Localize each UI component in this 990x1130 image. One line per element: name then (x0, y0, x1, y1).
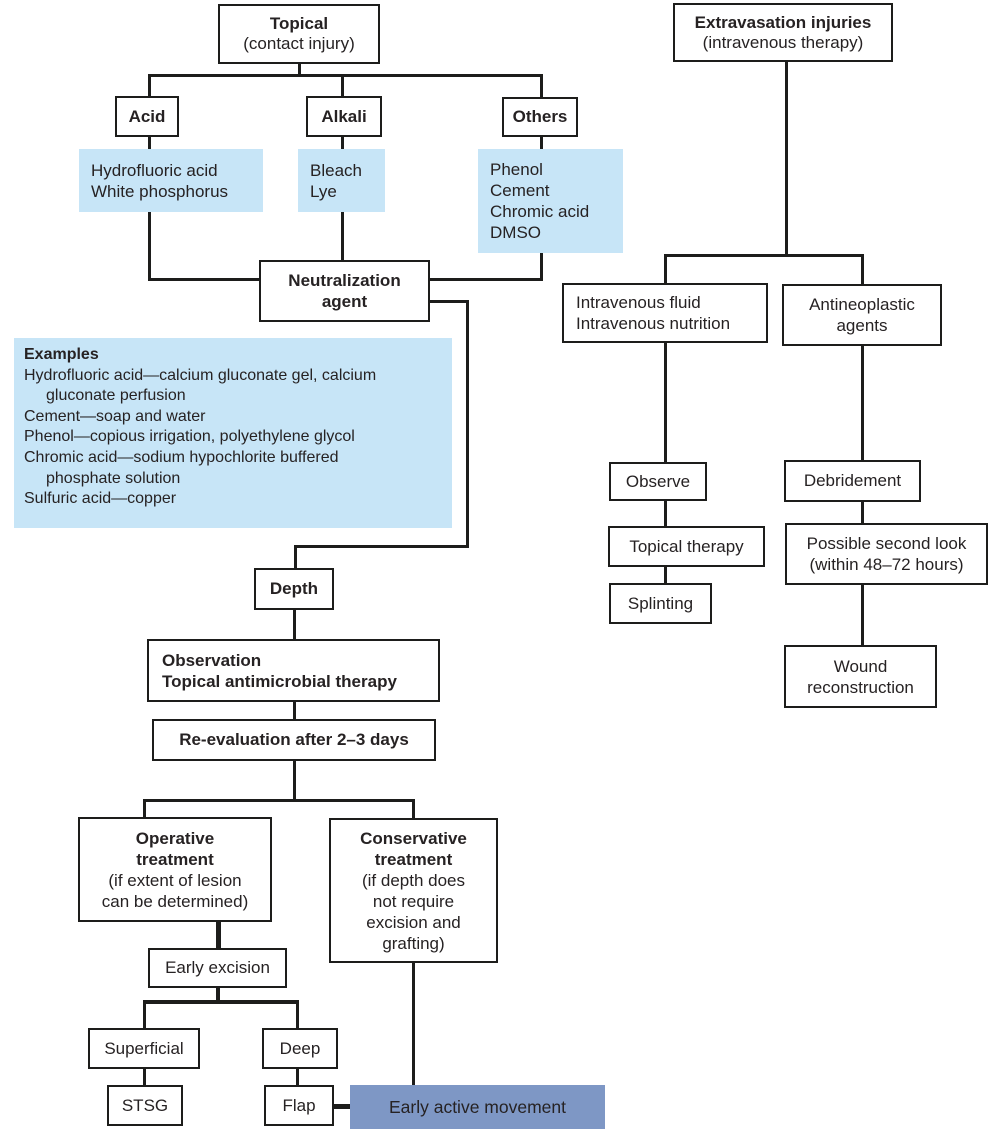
node-acid: Acid (115, 96, 179, 137)
connector-line (411, 963, 415, 1085)
connector-line (295, 1069, 299, 1085)
connector-line (295, 1000, 299, 1028)
note-neutralization-examples: Examples Hydrofluoric acid—calcium gluco… (14, 338, 452, 528)
node-others: Others (502, 97, 578, 137)
connector-line (332, 1103, 350, 1109)
connector-line (784, 62, 788, 256)
node-early-excision: Early excision (148, 948, 287, 988)
note-others-examples: Phenol Cement Chromic acid DMSO (478, 149, 623, 253)
connector-line (663, 501, 667, 526)
connector-line (411, 798, 415, 819)
connector-line (147, 73, 542, 77)
node-observation: Observation Topical antimicrobial therap… (147, 639, 440, 702)
connector-line (428, 299, 469, 303)
node-extravasation-title: Extravasation injuries (694, 12, 872, 32)
connector-line (142, 1069, 146, 1085)
connector-line (215, 920, 221, 948)
connector-line (147, 137, 151, 149)
node-neutralization-agent: Neutralization agent (259, 260, 430, 322)
connector-line (860, 502, 864, 523)
node-extravasation-subtitle: (intravenous therapy) (702, 32, 864, 52)
connector-line (860, 346, 864, 460)
connector-line (860, 585, 864, 645)
node-stsg: STSG (107, 1085, 183, 1126)
connector-line (297, 64, 301, 76)
connector-line (539, 73, 543, 98)
node-operative-treatment: Operative treatment (if extent of lesion… (78, 817, 272, 922)
node-splinting: Splinting (609, 583, 712, 624)
node-debridement: Debridement (784, 460, 921, 502)
node-alkali: Alkali (306, 96, 382, 137)
note-acid-examples: Hydrofluoric acid White phosphorus (79, 149, 263, 212)
node-depth: Depth (254, 568, 334, 610)
connector-line (142, 1000, 299, 1004)
node-topical-therapy: Topical therapy (608, 526, 765, 567)
node-topical: Topical (contact injury) (218, 4, 380, 64)
connector-line (292, 610, 296, 639)
connector-line (292, 761, 296, 800)
node-second-look: Possible second look (within 48–72 hours… (785, 523, 988, 585)
node-topical-subtitle: (contact injury) (243, 34, 355, 53)
node-deep: Deep (262, 1028, 338, 1069)
connector-line (147, 73, 151, 97)
connector-line (147, 277, 262, 281)
note-alkali-examples: Bleach Lye (298, 149, 385, 212)
connector-line (142, 798, 415, 802)
connector-line (147, 212, 151, 281)
connector-line (465, 299, 469, 548)
node-antineoplastic-agents: Antineoplastic agents (782, 284, 942, 346)
node-superficial: Superficial (88, 1028, 200, 1069)
connector-line (340, 137, 344, 149)
connector-line (663, 567, 667, 584)
connector-line (293, 544, 469, 548)
connector-line (663, 343, 667, 462)
node-reevaluation: Re-evaluation after 2–3 days (152, 719, 436, 761)
connector-line (292, 702, 296, 719)
connector-line (663, 253, 864, 257)
connector-line (539, 253, 543, 281)
connector-line (340, 212, 344, 261)
connector-line (216, 988, 220, 1002)
connector-line (340, 73, 344, 97)
connector-line (142, 1000, 146, 1028)
connector-line (428, 277, 543, 281)
node-wound-reconstruction: Wound reconstruction (784, 645, 937, 708)
connector-line (539, 137, 543, 149)
node-topical-title: Topical (269, 14, 329, 33)
connector-line (860, 253, 864, 286)
node-observe: Observe (609, 462, 707, 501)
node-flap: Flap (264, 1085, 334, 1126)
node-conservative-treatment: Conservative treatment (if depth does no… (329, 818, 498, 963)
examples-title: Examples (24, 346, 99, 363)
connector-line (142, 798, 146, 818)
node-early-active-movement: Early active movement (350, 1085, 605, 1129)
connector-line (293, 544, 297, 569)
node-iv-fluid: Intravenous fluid Intravenous nutrition (562, 283, 768, 343)
connector-line (663, 253, 667, 284)
node-extravasation: Extravasation injuries (intravenous ther… (673, 3, 893, 62)
